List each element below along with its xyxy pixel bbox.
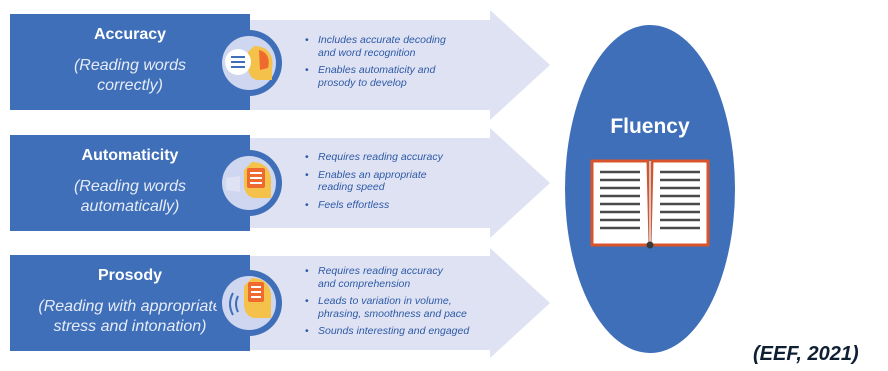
bullet-line: Requires reading accuracy <box>318 265 443 277</box>
automaticity-box: Automaticity (Reading words automaticall… <box>10 135 250 231</box>
bullet-line: and word recognition <box>318 46 416 59</box>
accuracy-title: Accuracy <box>93 26 167 43</box>
bullet-line: reading speed <box>318 181 385 193</box>
bullet-line: Requires reading accuracy <box>318 151 443 163</box>
fluency-title: Fluency <box>610 115 690 138</box>
reading-head-icon <box>216 150 282 216</box>
automaticity-bullets: Requires reading accuracy Enables an app… <box>305 151 443 216</box>
bullet-line: prosody to develop <box>318 76 407 89</box>
citation: (EEF, 2021) <box>753 343 859 365</box>
subtitle-line: (Reading words <box>73 57 187 74</box>
bullet-line: Sounds interesting and engaged <box>318 325 470 337</box>
bullet-line: Enables an appropriate <box>318 168 427 181</box>
prosody-box: Prosody (Reading with appropriate stress… <box>10 255 250 351</box>
list-item: Sounds interesting and engaged <box>305 325 469 338</box>
open-book-icon <box>590 159 710 249</box>
prosody-subtitle: (Reading with appropriate stress and int… <box>10 297 250 337</box>
bullet-line: Enables automaticity and <box>318 64 436 76</box>
subtitle-line: correctly) <box>97 77 163 94</box>
subtitle-line: (Reading with appropriate <box>38 298 222 315</box>
bullet-line: Feels effortless <box>318 198 390 211</box>
list-item: Leads to variation in volume,phrasing, s… <box>305 295 469 320</box>
accuracy-subtitle: (Reading words correctly) <box>10 56 250 96</box>
subtitle-line: stress and intonation) <box>53 318 207 335</box>
accuracy-box: Accuracy (Reading words correctly) <box>10 14 250 110</box>
bullet-line: phrasing, smoothness and pace <box>318 307 467 320</box>
subtitle-line: (Reading words <box>73 178 187 195</box>
speaking-head-icon <box>216 270 282 336</box>
prosody-title: Prosody <box>97 267 162 284</box>
automaticity-subtitle: (Reading words automatically) <box>10 177 250 217</box>
speech-bubble-head-icon <box>216 30 282 96</box>
bullet-line: Leads to variation in volume, <box>318 295 452 307</box>
list-item: Requires reading accuracy <box>305 151 443 164</box>
bullet-line: Includes accurate decoding <box>318 34 446 46</box>
automaticity-title: Automaticity <box>81 147 179 164</box>
subtitle-line: automatically) <box>80 198 180 215</box>
list-item: Feels effortless <box>305 199 443 212</box>
bullet-line: and comprehension <box>318 277 411 290</box>
